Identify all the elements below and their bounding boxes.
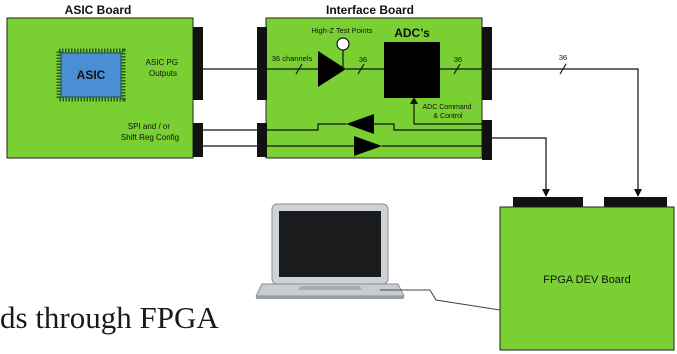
interface-input-connector [257, 27, 267, 100]
asic-chip: ASIC [56, 48, 126, 102]
laptop-to-fpga-cable [380, 289, 501, 311]
test-point-marker [336, 37, 350, 51]
adc-control-arrowhead [410, 97, 418, 104]
fpga-board [499, 206, 675, 351]
link-bus-slash [559, 63, 567, 75]
asic-pg-connector [193, 27, 203, 100]
return-buffer-output [374, 123, 482, 131]
amp-bus-width: 36 [359, 55, 367, 64]
adc-bus-slash [453, 63, 461, 75]
asic-config-label: SPI and / or Shift Reg Config [121, 122, 179, 142]
interface-output-connector [482, 27, 492, 100]
fpga-right-connector [604, 197, 667, 207]
config-return-line [267, 123, 346, 131]
interface-config-right-connector [482, 120, 492, 160]
adc-control-label: ADC Command & Control [423, 104, 474, 120]
control-to-fpga-arrowhead [542, 189, 550, 197]
test-points-label: High-Z Test Points [311, 26, 372, 35]
link-bus-width: 36 [559, 53, 567, 62]
interface-to-fpga-bus [492, 68, 639, 190]
asic-board-title: ASIC Board [65, 3, 132, 17]
fpga-left-connector [513, 197, 583, 207]
interface-control-to-fpga [492, 137, 547, 190]
laptop-icon [255, 203, 405, 299]
channels-label: 36 channels [272, 54, 313, 63]
adc-block [384, 42, 440, 98]
interface-board-title: Interface Board [326, 3, 414, 17]
interface-board [265, 17, 483, 159]
slide-caption: ds through FPGA [0, 300, 219, 335]
asic-chip-label: ASIC [77, 68, 106, 82]
buffer-amplifier [318, 51, 346, 87]
forward-buffer [354, 136, 382, 156]
return-buffer [346, 114, 374, 134]
asic-pg-outputs-label: ASIC PG Outputs [146, 58, 181, 78]
interface-config-left-connector [257, 123, 267, 157]
fpga-board-title: FPGA DEV Board [543, 274, 630, 286]
asic-config-connector [193, 123, 203, 157]
channel-bus-slash [295, 63, 303, 75]
adc-bus-width: 36 [454, 55, 462, 64]
amp-bus-slash [357, 63, 365, 75]
fpga-bus-arrowhead [634, 189, 642, 197]
adc-label: ADC’s [394, 26, 430, 40]
